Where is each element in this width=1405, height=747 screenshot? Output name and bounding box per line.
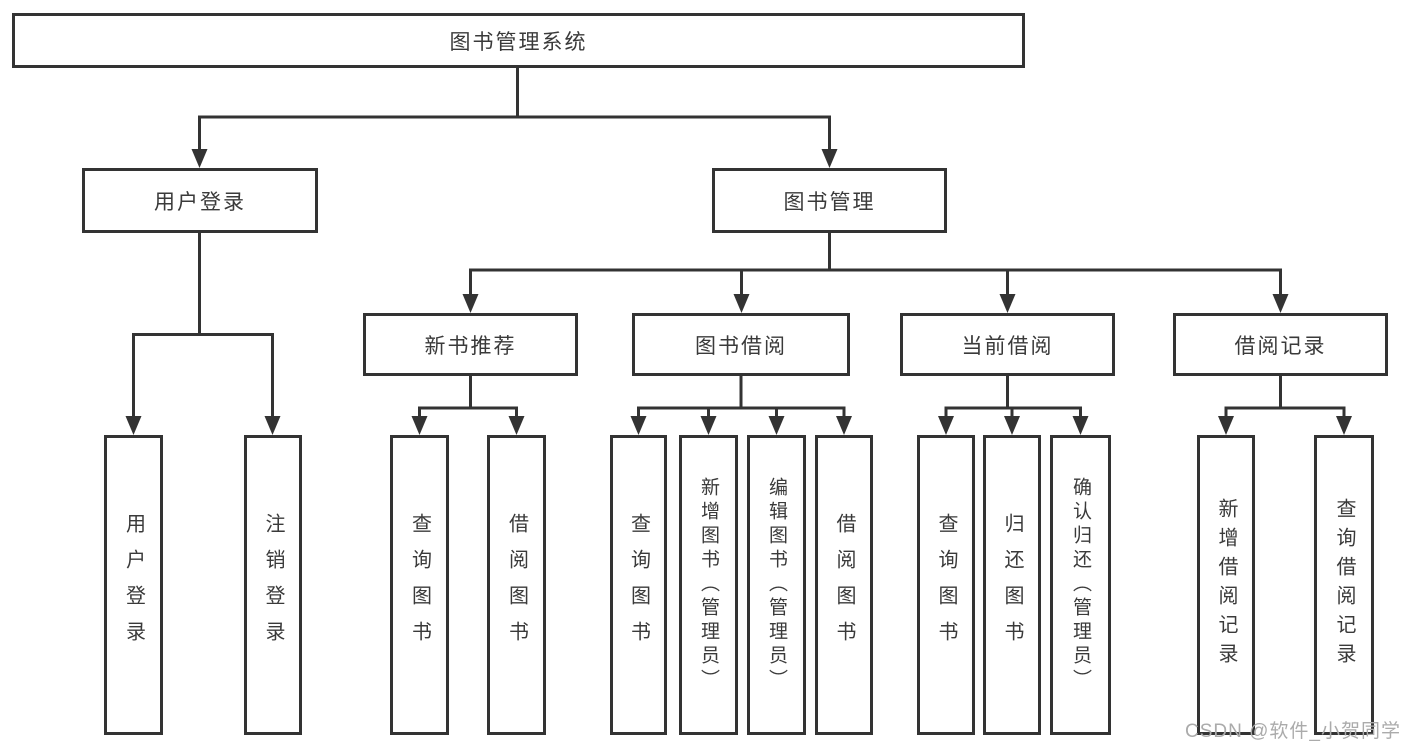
leaf-query-books-current: 查询图书 — [917, 435, 975, 735]
leaf-borrow-books-recommend: 借阅图书 — [487, 435, 546, 735]
leaf-borrow-books-borrowing: 借阅图书 — [815, 435, 873, 735]
leaf-logout: 注销登录 — [244, 435, 302, 735]
node-book-management: 图书管理 — [712, 168, 947, 233]
leaf-query-borrow-record: 查询借阅记录 — [1314, 435, 1374, 735]
node-current-borrowing: 当前借阅 — [900, 313, 1115, 376]
leaf-confirm-return-admin: 确认归还（管理员） — [1050, 435, 1111, 735]
csdn-watermark: CSDN @软件_小贺同学 — [1185, 721, 1401, 742]
leaf-query-books-recommend: 查询图书 — [390, 435, 449, 735]
leaf-add-borrow-record: 新增借阅记录 — [1197, 435, 1255, 735]
leaf-user-login: 用户登录 — [104, 435, 163, 735]
node-user-login: 用户登录 — [82, 168, 318, 233]
leaf-query-books-borrowing: 查询图书 — [610, 435, 667, 735]
node-library-system: 图书管理系统 — [12, 13, 1025, 68]
leaf-edit-book-admin: 编辑图书（管理员） — [747, 435, 806, 735]
node-book-borrowing: 图书借阅 — [632, 313, 850, 376]
node-new-book-recommend: 新书推荐 — [363, 313, 578, 376]
node-borrowing-records: 借阅记录 — [1173, 313, 1388, 376]
leaf-return-books: 归还图书 — [983, 435, 1041, 735]
leaf-add-book-admin: 新增图书（管理员） — [679, 435, 738, 735]
